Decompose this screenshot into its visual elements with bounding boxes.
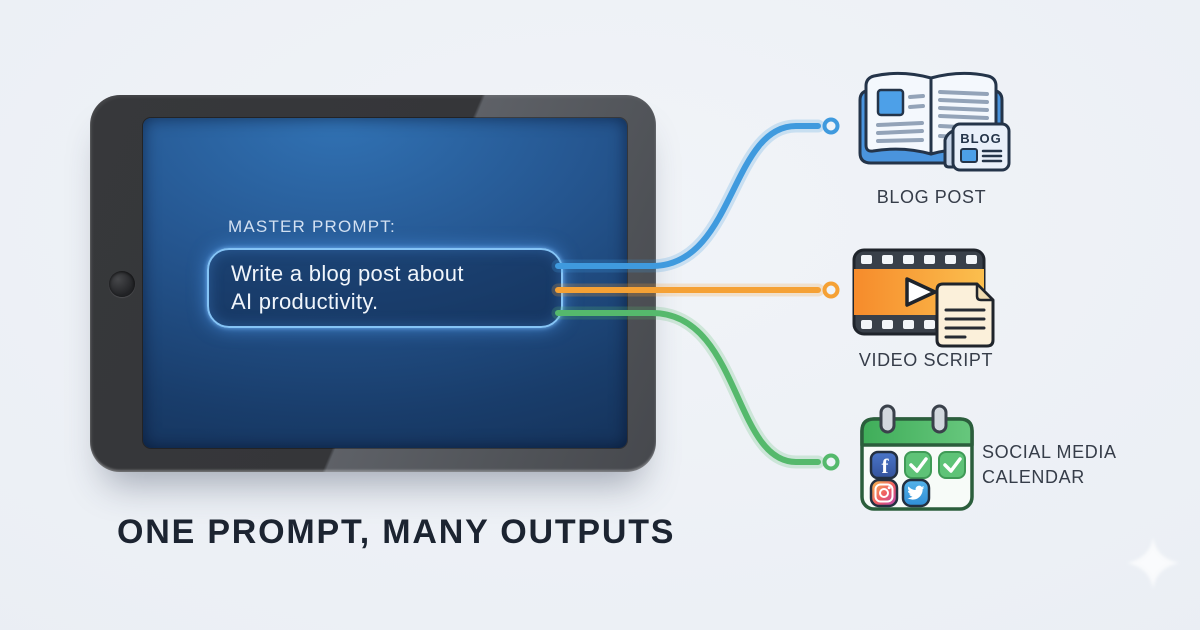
blog-badge-card: BLOG	[943, 122, 1011, 172]
blog-post-book-icon: BLOG	[858, 71, 1011, 172]
connector-endpoint-blog	[822, 117, 840, 135]
calendar-ring	[879, 404, 896, 434]
play-icon	[905, 277, 937, 307]
tablet-device: MASTER PROMPT: Write a blog post about A…	[90, 95, 656, 472]
tablet-screen: MASTER PROMPT: Write a blog post about A…	[143, 118, 627, 448]
social-media-calendar-label: SOCIAL MEDIA CALENDAR	[982, 442, 1116, 487]
prompt-text-line2: AI productivity.	[231, 289, 379, 314]
twitter-icon	[901, 478, 931, 508]
video-script-label: VIDEO SCRIPT	[858, 350, 994, 370]
facebook-icon: f	[869, 450, 899, 480]
script-document-icon	[935, 282, 995, 348]
tablet-camera-icon	[109, 271, 135, 297]
page-title: ONE PROMPT, MANY OUTPUTS	[117, 513, 676, 551]
blog-post-label: BLOG POST	[876, 187, 987, 207]
connector-endpoint-video	[822, 281, 840, 299]
check-icon	[938, 451, 966, 479]
prompt-text-line1: Write a blog post about	[231, 261, 464, 286]
connector-endpoint-social	[822, 453, 840, 471]
svg-text:f: f	[882, 454, 890, 478]
sparkle-icon	[1127, 537, 1179, 589]
blog-badge-text: BLOG	[960, 131, 1002, 146]
page-image-placeholder	[876, 88, 905, 117]
social-calendar-icon: f	[860, 404, 974, 511]
calendar-ring	[931, 404, 948, 434]
instagram-icon	[869, 478, 899, 508]
master-prompt-box: Write a blog post about AI productivity.	[207, 248, 563, 328]
master-prompt-label: MASTER PROMPT:	[228, 217, 396, 236]
check-icon	[904, 451, 932, 479]
video-film-document-icon	[852, 248, 995, 348]
